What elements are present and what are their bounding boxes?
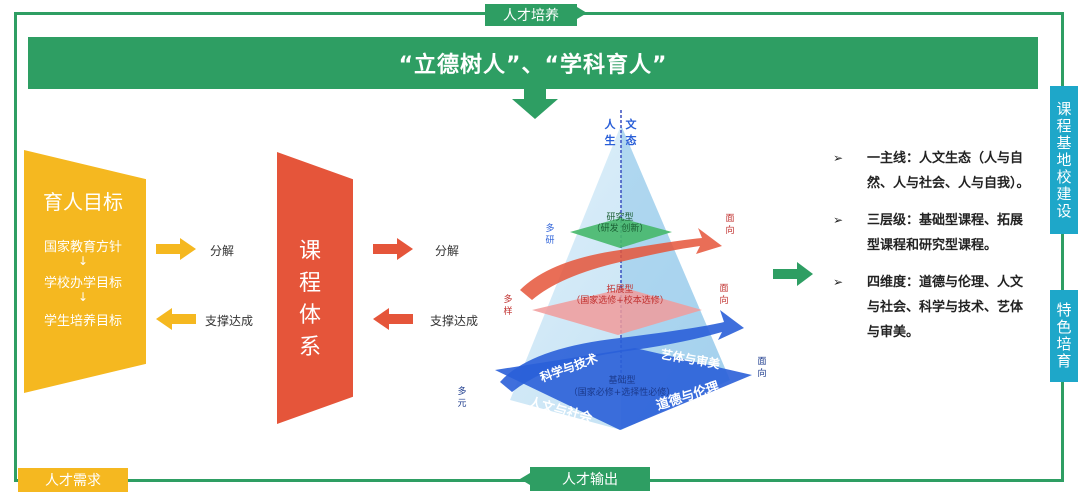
mid-right-label-2: 向: [719, 294, 728, 306]
summary-bullets: ➢ 一主线：人文生态（人与自然、人与社会、人与自我）。 ➢ 三层级：基础型课程、…: [833, 146, 1033, 357]
goal-item-student-goal: 学生培养目标: [43, 314, 122, 329]
course-base-construction-tag: 课程基地校建设: [1050, 86, 1078, 234]
course-system-title: 课程体系: [298, 239, 321, 360]
support-arrow-right: [373, 308, 413, 330]
base-left-label-2: 元: [457, 399, 466, 409]
top-right-label-1: 面: [725, 213, 734, 224]
talent-output-tag: 人才输出: [530, 467, 650, 491]
axis-label-right-1: 文: [626, 117, 638, 131]
mid-right-label-1: 面: [719, 283, 728, 294]
top-layer-detail: （研发 创新）: [592, 222, 649, 234]
goal-title: 育人目标: [43, 190, 123, 214]
base-left-label-1: 多: [457, 385, 466, 397]
feature-cultivation-tag: 特色培育: [1050, 290, 1078, 382]
bullets-arrow: [773, 262, 813, 286]
spiral-blue-band: [500, 310, 744, 392]
bullet-arrow-icon: ➢: [833, 151, 844, 165]
axis-label-left-1: 人: [605, 117, 617, 131]
bullet-text: 三层级：基础型课程、拓展型课程和研究型课程。: [867, 213, 1024, 253]
base-layer-detail: （国家必修+选择性必修）: [569, 386, 676, 398]
decompose-arrow-right: [373, 238, 413, 260]
talent-training-tag: 人才培养: [485, 4, 577, 26]
axis-label-right-2: 态: [626, 133, 637, 147]
goal-down-arrow: ↓: [77, 254, 89, 268]
base-layer: [495, 348, 752, 430]
goal-down-arrow: ↓: [77, 290, 89, 304]
base-right-label-2: 向: [757, 367, 766, 379]
top-layer: [570, 218, 672, 248]
output-tag-arrow: [520, 473, 530, 485]
decompose-label-right: 分解: [435, 244, 460, 258]
support-arrow-left: [156, 308, 196, 330]
bullet-four-dimensions: ➢ 四维度：道德与伦理、人文与社会、科学与技术、艺体与审美。: [833, 270, 1033, 345]
bullet-arrow-icon: ➢: [833, 213, 844, 227]
decompose-arrow-left: [156, 238, 196, 260]
course-system-box: 课程体系: [277, 152, 353, 424]
support-label-right: 支撑达成: [430, 314, 479, 328]
spiral-red-band: [520, 228, 722, 300]
bullet-three-levels: ➢ 三层级：基础型课程、拓展型课程和研究型课程。: [833, 208, 1033, 258]
course-pyramid: 人 生 文 态 研究型 （研发 创新） 拓展型 （国家选修+校本选修） 基础型 …: [457, 110, 767, 430]
mid-layer: [532, 288, 702, 335]
banner-down-arrow: [512, 89, 558, 119]
top-left-label-1: 多: [545, 222, 554, 234]
education-goal-box: 育人目标 国家教育方针 ↓ 学校办学目标 ↓ 学生培养目标: [24, 150, 146, 393]
base-right-label-1: 面: [757, 356, 766, 367]
goal-item-school-goal: 学校办学目标: [43, 276, 122, 291]
mid-layer-detail: （国家选修+校本选修）: [571, 294, 669, 306]
mid-left-label-1: 多: [503, 293, 512, 305]
top-right-label-2: 向: [725, 224, 734, 236]
moral-education-banner: “立德树人”、“学科育人”: [28, 37, 1038, 89]
decompose-label-left: 分解: [210, 244, 235, 258]
mid-layer-name: 拓展型: [606, 283, 633, 295]
bullet-main-line: ➢ 一主线：人文生态（人与自然、人与社会、人与自我）。: [833, 146, 1033, 196]
base-layer-name: 基础型: [608, 374, 635, 386]
support-label-left: 支撑达成: [205, 314, 254, 328]
mid-left-label-2: 样: [503, 305, 512, 317]
goal-item-national-policy: 国家教育方针: [43, 240, 122, 255]
axis-label-left-2: 生: [605, 133, 616, 147]
bullet-text: 四维度：道德与伦理、人文与社会、科学与技术、艺体与审美。: [867, 275, 1024, 340]
bullet-arrow-icon: ➢: [833, 275, 844, 289]
talent-demand-tag: 人才需求: [18, 468, 128, 492]
top-left-label-2: 研: [545, 235, 554, 246]
top-layer-name: 研究型: [606, 211, 633, 223]
top-tag-arrow: [577, 7, 587, 19]
bullet-text: 一主线：人文生态（人与自然、人与社会、人与自我）。: [867, 151, 1030, 191]
